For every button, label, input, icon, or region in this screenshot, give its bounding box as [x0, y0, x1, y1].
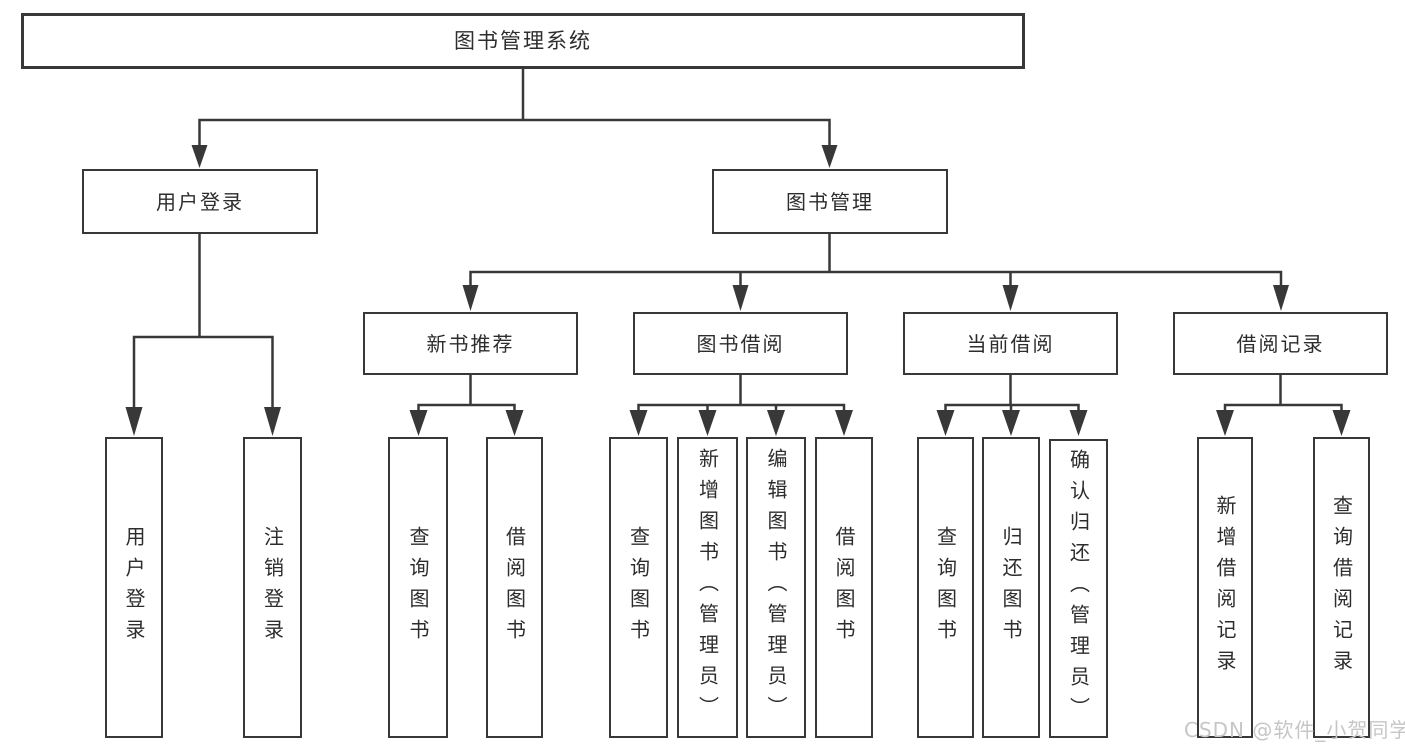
node-leaf-current-confirm-return-admin: 确认归还（管理员） [1049, 439, 1108, 738]
node-user-login-branch: 用户登录 [82, 169, 318, 234]
node-leaf-recommend-query-books: 查询图书 [388, 437, 448, 738]
node-borrowing-records: 借阅记录 [1173, 312, 1388, 375]
node-leaf-logout: 注销登录 [243, 437, 302, 738]
node-book-management: 图书管理 [712, 169, 948, 234]
node-leaf-borrowing-borrow-books: 借阅图书 [815, 437, 873, 738]
node-leaf-records-add-record: 新增借阅记录 [1197, 437, 1253, 738]
node-leaf-current-return-books: 归还图书 [982, 437, 1040, 738]
node-leaf-borrowing-query-books: 查询图书 [609, 437, 668, 738]
node-leaf-borrowing-add-books-admin: 新增图书（管理员） [677, 437, 738, 738]
node-leaf-records-query-record: 查询借阅记录 [1313, 437, 1370, 738]
node-book-borrowing: 图书借阅 [633, 312, 848, 375]
node-leaf-current-query-books: 查询图书 [917, 437, 974, 738]
csdn-watermark: CSDN @软件_小贺同学 [1184, 718, 1405, 742]
node-leaf-borrowing-edit-books-admin: 编辑图书（管理员） [746, 437, 806, 738]
node-current-borrowing: 当前借阅 [903, 312, 1118, 375]
node-new-book-recommend: 新书推荐 [363, 312, 578, 375]
node-leaf-recommend-borrow-books: 借阅图书 [486, 437, 543, 738]
node-library-system: 图书管理系统 [21, 13, 1025, 69]
node-leaf-user-login: 用户登录 [105, 437, 163, 738]
